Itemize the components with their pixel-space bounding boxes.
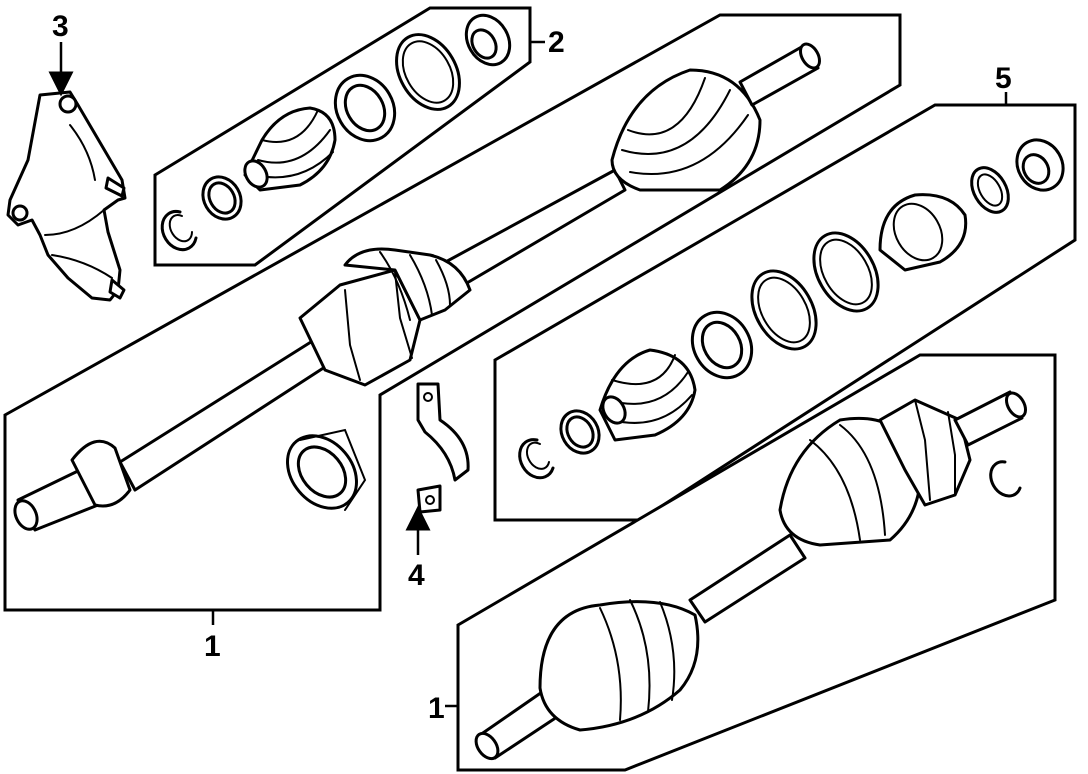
callout-5: 5 [995,62,1012,105]
callout-2: 2 [530,26,565,59]
callout-5-label: 5 [995,62,1012,95]
box2-parts [160,13,512,252]
callout-1-left: 1 [204,610,221,663]
seal-part [286,428,367,511]
callout-3-label: 3 [52,10,69,43]
box5-parts [518,138,1065,480]
axle-shaft-left [13,42,821,532]
bracket-part-3 [6,90,127,302]
callout-4: 4 [405,505,431,592]
bearing-bracket-part-4 [416,382,470,514]
callout-1-right: 1 [428,692,458,725]
callout-4-label: 4 [408,559,425,592]
callout-3: 3 [48,10,74,97]
axle-shaft-right [474,390,1027,761]
callout-2-label: 2 [548,26,565,59]
callout-1-left-label: 1 [204,630,221,663]
callout-1-right-label: 1 [428,692,445,725]
